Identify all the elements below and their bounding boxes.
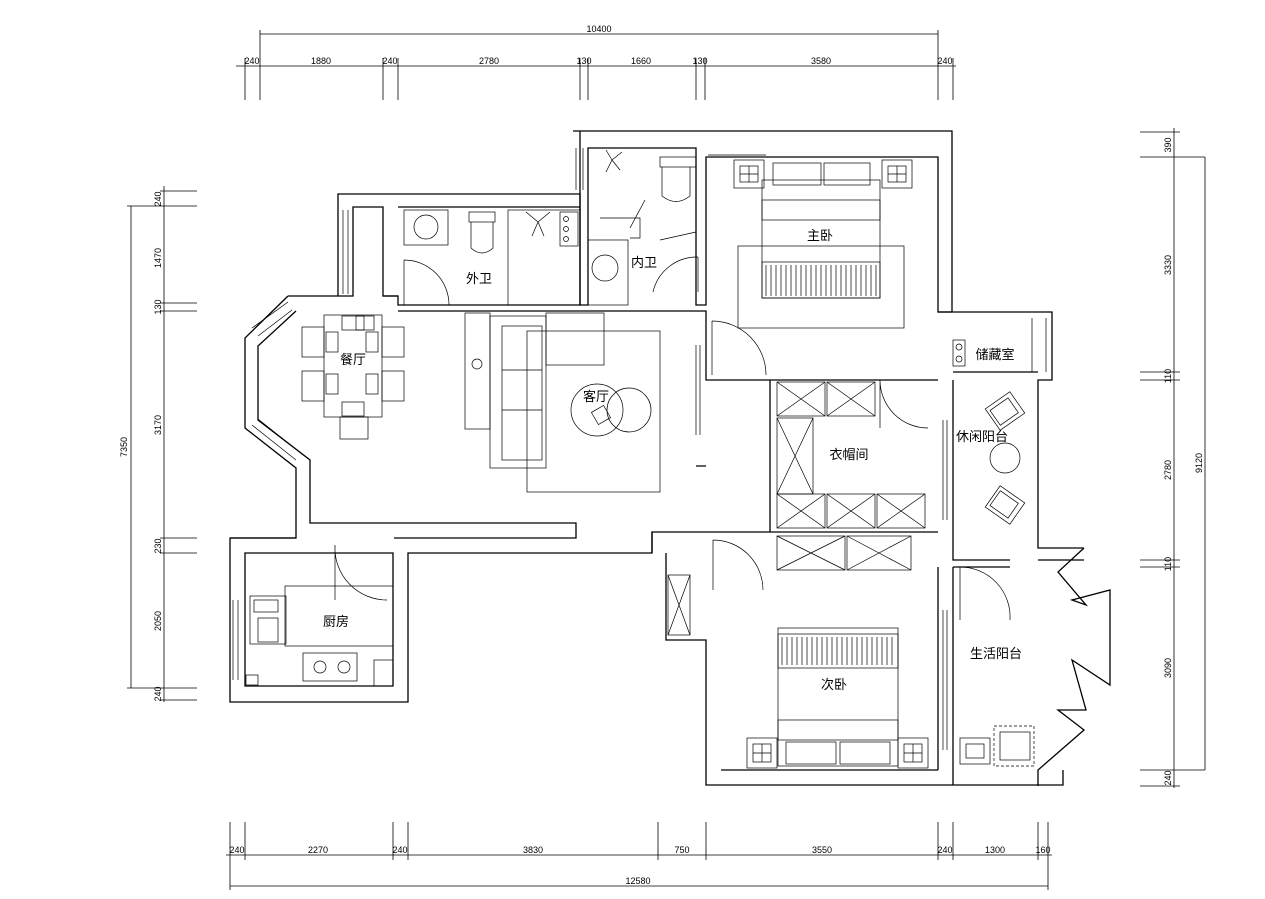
right-dimensions: 390 3330 110 2780 110 3090 240 9120	[1140, 128, 1206, 788]
bottom-dimensions: 240 2270 240 3830 750 3550 240 1300 160 …	[226, 822, 1052, 890]
dim-left-1: 1470	[153, 248, 163, 268]
dim-bottom-7: 1300	[985, 845, 1005, 855]
dim-bottom-5: 3550	[812, 845, 832, 855]
living-sofa	[464, 312, 661, 493]
dim-bottom-8: 160	[1035, 845, 1050, 855]
dim-right-3: 2780	[1163, 460, 1173, 480]
dim-right-4: 110	[1163, 557, 1173, 571]
dim-bottom-6: 240	[937, 845, 952, 855]
windows	[232, 148, 1047, 750]
dim-right-6: 240	[1163, 770, 1173, 785]
dim-left-4: 230	[153, 538, 163, 553]
second-bed	[746, 627, 929, 769]
dim-left-0: 240	[153, 191, 163, 206]
dim-left-5: 2050	[153, 611, 163, 631]
label-kitchen: 厨房	[323, 614, 349, 630]
dim-left-3: 3170	[153, 415, 163, 435]
utility-fixtures	[959, 725, 1035, 767]
master-bed	[733, 159, 913, 329]
dim-right-2: 110	[1163, 369, 1173, 383]
dim-right-total: 9120	[1194, 453, 1204, 473]
dim-right-0: 390	[1163, 137, 1173, 152]
dim-right-5: 3090	[1163, 658, 1173, 678]
dim-right-1: 3330	[1163, 255, 1173, 275]
dim-left-2: 130	[153, 299, 163, 314]
dim-top-2: 240	[382, 56, 397, 66]
dim-bottom-4: 750	[674, 845, 689, 855]
dim-top-total: 10400	[586, 24, 611, 34]
dim-left-6: 240	[153, 686, 163, 701]
dim-left-total: 7350	[119, 437, 129, 457]
label-master-bedroom: 主卧	[807, 229, 833, 244]
room-labels: 主卧 外卫 内卫 储藏室 餐厅 客厅 衣帽间 休闲阳台 厨房 次卧 生活阳台	[323, 229, 1022, 693]
inner-bath-fixtures	[587, 149, 697, 306]
doors	[334, 217, 1011, 621]
dim-bottom-1: 2270	[308, 845, 328, 855]
top-dimensions: 10400 240 1880 240 2780 130 1660 130 358…	[236, 24, 956, 100]
left-dimensions: 7350 240 1470 130 3170 230 2050 240	[119, 186, 197, 702]
dim-bottom-2: 240	[392, 845, 407, 855]
dim-top-8: 240	[937, 56, 952, 66]
label-leisure-balcony: 休闲阳台	[956, 430, 1008, 445]
dim-top-6: 130	[692, 56, 707, 66]
walls	[229, 130, 1111, 786]
dim-top-5: 1660	[631, 56, 651, 66]
balcony-chairs	[952, 339, 1026, 525]
label-second-bedroom: 次卧	[821, 677, 847, 693]
outer-bath-fixtures	[403, 209, 581, 306]
label-outer-bath: 外卫	[466, 272, 492, 287]
label-closet: 衣帽间	[829, 447, 868, 463]
label-dining: 餐厅	[340, 352, 366, 368]
dim-top-0: 240	[244, 56, 259, 66]
dim-top-3: 2780	[479, 56, 499, 66]
dim-top-4: 130	[576, 56, 591, 66]
dim-bottom-3: 3830	[523, 845, 543, 855]
dim-top-7: 3580	[811, 56, 831, 66]
dim-bottom-0: 240	[229, 845, 244, 855]
label-utility-balcony: 生活阳台	[970, 647, 1022, 662]
dining-table	[301, 314, 405, 440]
label-storage: 储藏室	[975, 347, 1014, 363]
label-inner-bath: 内卫	[631, 255, 657, 271]
dim-top-1: 1880	[311, 56, 331, 66]
kitchen-fixtures	[245, 585, 394, 687]
dim-bottom-total: 12580	[625, 876, 650, 886]
label-living: 客厅	[583, 389, 609, 405]
closet-cabinets	[667, 381, 926, 636]
